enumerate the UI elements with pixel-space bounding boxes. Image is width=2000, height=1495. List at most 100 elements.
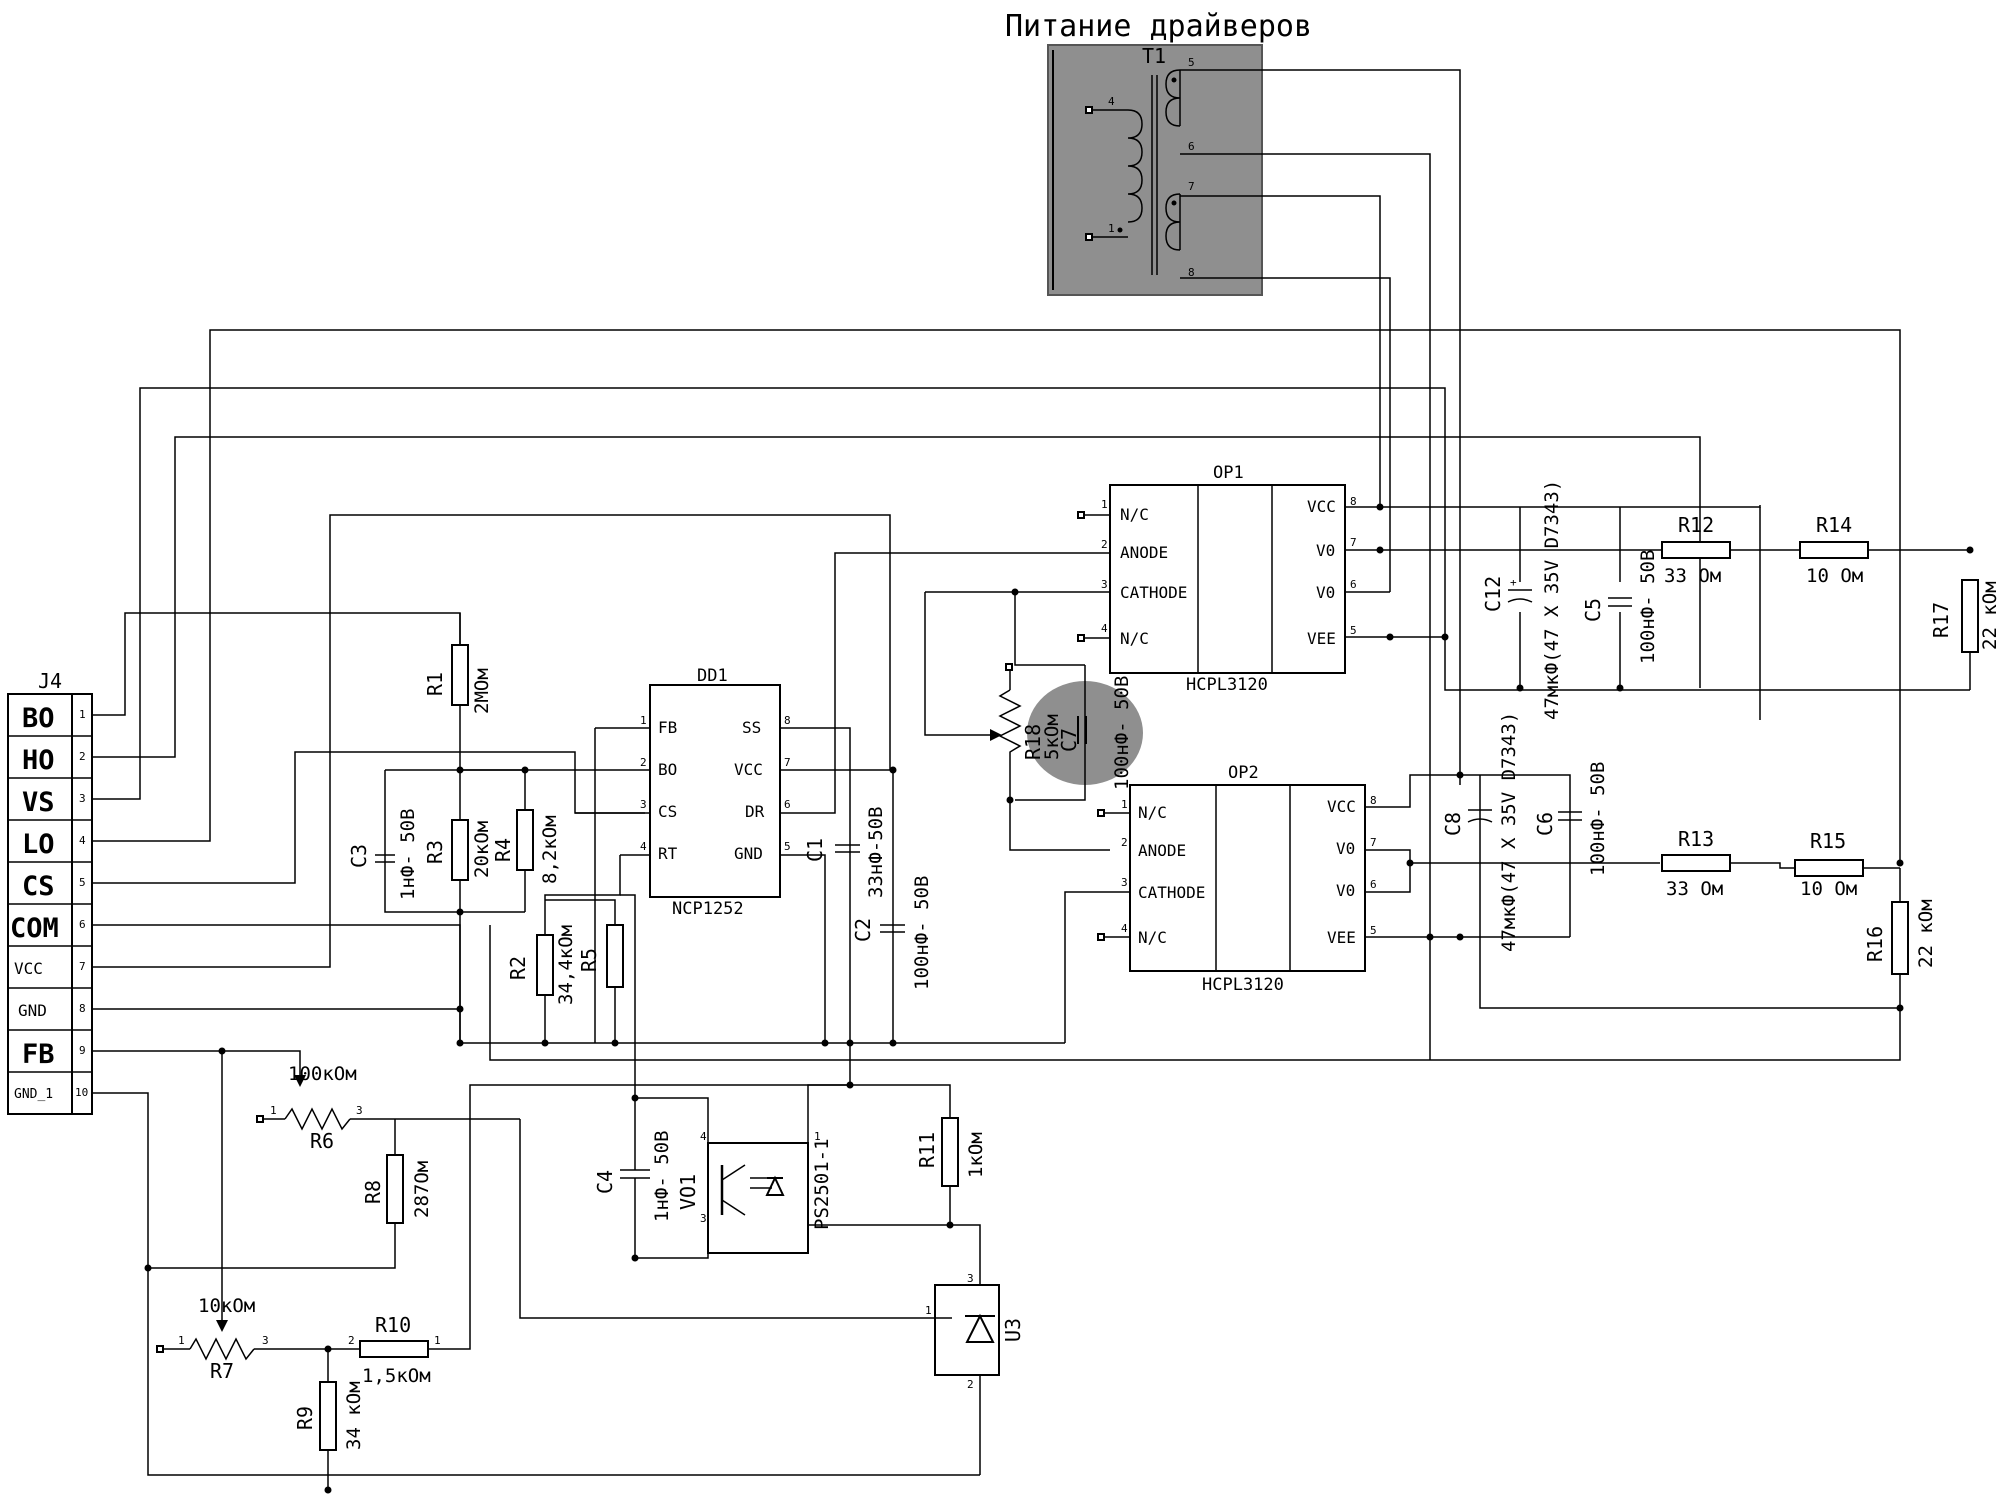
c2-ref: C2 xyxy=(851,918,875,942)
dd1-num-3: 3 xyxy=(640,798,647,811)
op1-pin-cathode: CATHODE xyxy=(1120,583,1187,602)
dd1-num-6: 6 xyxy=(784,798,791,811)
j4-pin-4: 4 xyxy=(79,834,86,847)
r15-value: 10 Ом xyxy=(1800,878,1857,900)
c6-ref: C6 xyxy=(1533,812,1557,836)
svg-text:3: 3 xyxy=(700,1212,707,1225)
j4-pin-9: 9 xyxy=(79,1044,86,1057)
r7-ref: R7 xyxy=(210,1359,234,1383)
op2-wires xyxy=(1064,771,1904,1043)
resistor-r10: 2 1 xyxy=(348,1084,850,1358)
transformer-t1: T1 4 1 5 6 7 8 xyxy=(1047,44,1263,296)
t1-pin-5: 5 xyxy=(1188,56,1195,69)
pot-r7: 1 3 xyxy=(156,1305,360,1361)
r3-value: 20кОм xyxy=(471,821,493,878)
resistor-r5 xyxy=(606,924,624,988)
r16-ref: R16 xyxy=(1863,926,1887,962)
dd1-num-1: 1 xyxy=(640,714,647,727)
r17-value: 22 кОм xyxy=(1979,581,2000,650)
r15-ref: R15 xyxy=(1810,829,1846,853)
svg-text:3: 3 xyxy=(262,1334,269,1347)
r13-r15-r16 xyxy=(489,854,1909,1061)
t1-pin-4: 4 xyxy=(1108,95,1115,108)
r11-ref: R11 xyxy=(915,1132,939,1168)
op2-pin-anode: ANODE xyxy=(1138,841,1186,860)
r12-value: 33 Ом xyxy=(1664,565,1721,587)
op1-num-1: 1 xyxy=(1101,498,1108,511)
dd1-wires xyxy=(460,552,1110,1098)
op2-pin-v0a: V0 xyxy=(1336,839,1355,858)
resistor-r2 xyxy=(536,934,554,996)
op1-num-6: 6 xyxy=(1350,578,1357,591)
dd1-pin-dr: DR xyxy=(745,802,765,821)
c12-ref: C12 xyxy=(1481,576,1505,612)
op2-num-6: 6 xyxy=(1370,878,1377,891)
op2-num-1: 1 xyxy=(1121,798,1128,811)
j4-pin-7: 7 xyxy=(79,960,86,973)
op1-part: HCPL3120 xyxy=(1186,675,1268,695)
r1-value: 2МОм xyxy=(471,668,493,714)
r11-value: 1кОм xyxy=(965,1132,987,1178)
r14-value: 10 Ом xyxy=(1806,565,1863,587)
resistor-r15 xyxy=(1794,859,1864,877)
j4-label-lo: LO xyxy=(22,829,55,860)
op1-pin-vee: VEE xyxy=(1307,629,1336,648)
op2-num-4: 4 xyxy=(1121,922,1128,935)
vo1-part: PS2501-1 xyxy=(811,1138,833,1230)
op1-pin-v0a: V0 xyxy=(1316,541,1335,560)
resistor-r17 xyxy=(1961,579,1979,653)
op2-ref: OP2 xyxy=(1228,763,1259,783)
op2-pin-v0b: V0 xyxy=(1336,881,1355,900)
r5-ref: R5 xyxy=(577,948,601,972)
r2-ref: R2 xyxy=(506,956,530,980)
r4-value: 8,2кОм xyxy=(539,815,561,884)
ic-dd1: DD1 NCP1252 FB BO CS RT SS VCC DR GND 1 … xyxy=(640,666,791,919)
resistor-r12 xyxy=(1661,541,1731,559)
op2-num-3: 3 xyxy=(1121,876,1128,889)
j4-label-vs: VS xyxy=(22,787,55,818)
svg-text:1: 1 xyxy=(178,1334,185,1347)
c4-ref: C4 xyxy=(593,1170,617,1194)
c7-value: 100нФ- 50В xyxy=(1111,676,1133,790)
svg-text:1: 1 xyxy=(814,1130,821,1143)
j4-pin-5: 5 xyxy=(79,876,86,889)
r6-ref: R6 xyxy=(310,1129,334,1153)
r1-ref: R1 xyxy=(423,672,447,696)
j4-label-fb: FB xyxy=(22,1039,55,1070)
dd1-num-5: 5 xyxy=(784,840,791,853)
r2-r5-network xyxy=(536,899,624,1047)
dd1-pin-gnd: GND xyxy=(734,844,763,863)
op1-pin-nc4: N/C xyxy=(1120,629,1149,648)
op2-pin-vee: VEE xyxy=(1327,928,1356,947)
dd1-ref: DD1 xyxy=(697,666,728,686)
r7-value: 10кОм xyxy=(198,1295,255,1317)
c5-value: 100нФ- 50В xyxy=(1637,550,1659,664)
op2-num-8: 8 xyxy=(1370,794,1377,807)
resistor-r14 xyxy=(1799,541,1869,559)
dd1-num-4: 4 xyxy=(640,840,647,853)
op1-pin-anode: ANODE xyxy=(1120,543,1168,562)
dd1-pin-vcc: VCC xyxy=(734,760,763,779)
r16-value: 22 кОм xyxy=(1915,899,1937,968)
c8-c6-caps xyxy=(1467,809,1582,823)
c6-value: 100нФ- 50В xyxy=(1587,762,1609,876)
t1-pin-8: 8 xyxy=(1188,266,1195,279)
c4-value: 1нФ- 50В xyxy=(651,1130,673,1222)
r17-ref: R17 xyxy=(1929,602,1953,638)
dd1-num-2: 2 xyxy=(640,756,647,769)
dd1-num-8: 8 xyxy=(784,714,791,727)
op1-num-2: 2 xyxy=(1101,538,1108,551)
svg-text:+: + xyxy=(1510,576,1517,589)
c12-value: 47мкФ(47 X 35V D7343) xyxy=(1541,480,1563,720)
ic-op1: OP1 HCPL3120 N/C ANODE CATHODE N/C VCC V… xyxy=(1101,463,1357,695)
op2-pin-cathode: CATHODE xyxy=(1138,883,1205,902)
c2-value: 100нФ- 50В xyxy=(911,876,933,990)
op2-pin-nc1: N/C xyxy=(1138,803,1167,822)
op1-num-5: 5 xyxy=(1350,624,1357,637)
op1-pin-nc1: N/C xyxy=(1120,505,1149,524)
j4-ref: J4 xyxy=(38,669,62,693)
resistor-r16 xyxy=(1891,901,1909,975)
svg-text:4: 4 xyxy=(700,1130,707,1143)
t1-pin-1: 1 xyxy=(1108,222,1115,235)
r3-ref: R3 xyxy=(423,840,447,864)
